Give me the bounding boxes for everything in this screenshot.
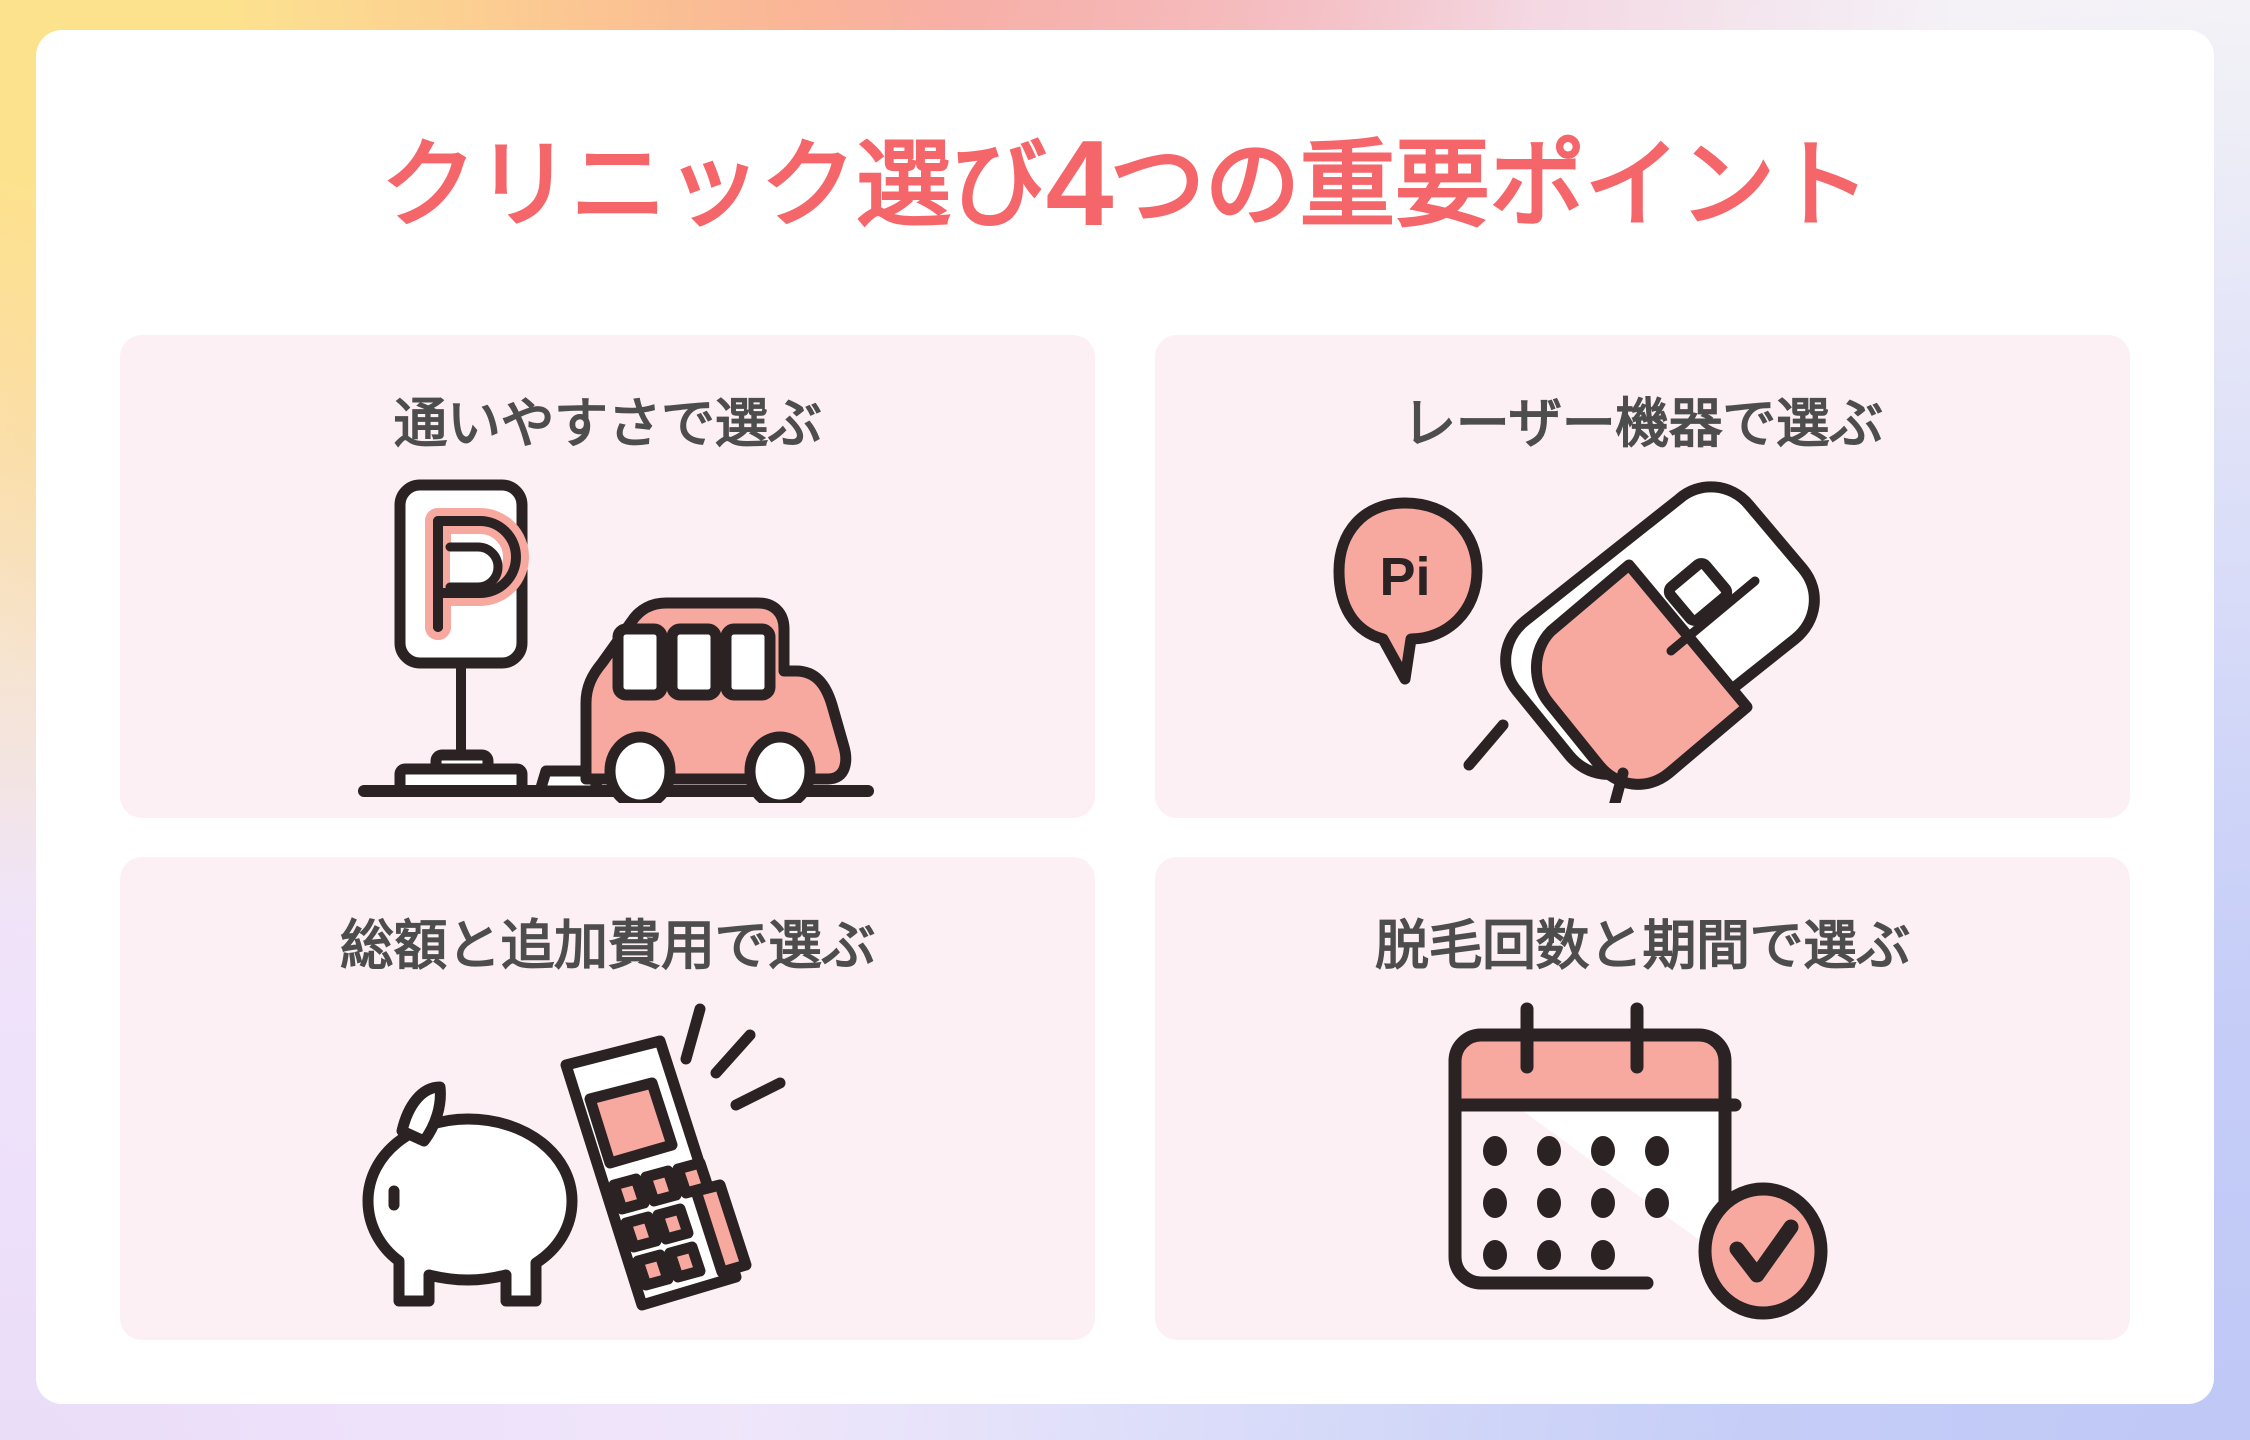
point-card-laser-device[interactable]: レーザー機器で選ぶ: [1155, 335, 2130, 818]
card-title: 脱毛回数と期間で選ぶ: [1375, 916, 1911, 976]
point-card-total-cost[interactable]: 総額と追加費用で選ぶ: [120, 857, 1095, 1340]
card-title: 総額と追加費用で選ぶ: [340, 916, 876, 976]
page-title-number: 4: [1045, 115, 1114, 251]
point-card-accessibility[interactable]: 通いやすさで選ぶ: [120, 335, 1095, 818]
laser-handpiece-icon: Pi: [1155, 458, 2130, 818]
laser-bubble-label: Pi: [1379, 547, 1430, 607]
page-title-prefix: クリニック選び: [380, 132, 1047, 239]
card-title: 通いやすさで選ぶ: [393, 394, 823, 454]
piggy-bank-and-calculator-icon: [120, 980, 1095, 1340]
card-title: レーザー機器で選ぶ: [1402, 394, 1883, 454]
page-title-suffix: つの重要ポイント: [1109, 132, 1870, 239]
calendar-with-check-icon: [1155, 980, 2130, 1340]
points-grid: 通いやすさで選ぶ: [120, 335, 2130, 1340]
content-panel: クリニック選び4つの重要ポイント 通いやすさで選ぶ: [36, 30, 2214, 1404]
parking-sign-and-car-icon: [120, 458, 1095, 818]
page-title: クリニック選び4つの重要ポイント: [36, 122, 2214, 244]
point-card-sessions-duration[interactable]: 脱毛回数と期間で選ぶ: [1155, 857, 2130, 1340]
